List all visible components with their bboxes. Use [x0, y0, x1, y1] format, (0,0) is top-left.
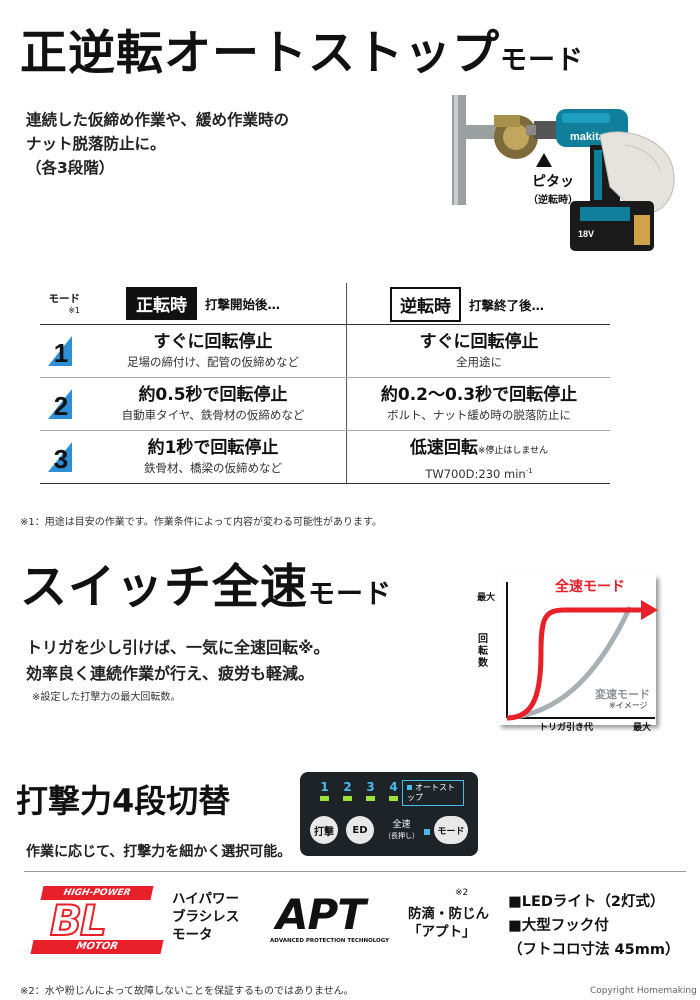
divider: [24, 871, 686, 872]
mode-number-badge: 2: [48, 389, 72, 421]
y-axis-label: 回転数: [478, 634, 488, 669]
apt-logo: APT ADVANCED PROTECTION TECHNOLOGY: [270, 890, 390, 944]
x-axis-label: トリガ引き代: [539, 723, 594, 733]
full-speed-led-icon: [424, 829, 430, 835]
variable-speed-label: 変速モード: [595, 688, 650, 701]
forward-cell: 約0.5秒で回転停止 自動車タイヤ、鉄骨材の仮締めなど: [121, 385, 305, 422]
section2-description: トリガを少し引けば、一気に全速回転※。 効率良く連続作業が行え、疲労も軽減。: [26, 635, 330, 687]
forward-desc: 打撃開始後…: [205, 297, 281, 312]
series-full-speed-arrow: [641, 600, 658, 620]
section1-title-main: 正逆転オートストップ: [20, 26, 500, 81]
reverse-header: 逆転時 打撃終了後…: [390, 287, 544, 322]
section3-description: 作業に応じて、打撃力を細かく選択可能。: [26, 844, 292, 860]
copyright: Copyright Homemaking: [590, 986, 697, 996]
desc-line: 効率良く連続作業が行え、疲労も軽減。: [26, 664, 315, 683]
impact-button[interactable]: 打撃: [310, 816, 338, 844]
mode-column-label: モード ※1: [48, 293, 81, 315]
full-speed-label: 全速モード: [555, 579, 625, 595]
mode-number-badge: 3: [48, 442, 72, 474]
series-full-speed-line: [506, 607, 643, 721]
forward-cell: すぐに回転停止 足場の締付け、配管の仮締めなど: [127, 332, 299, 369]
svg-text:2: 2: [54, 391, 68, 419]
level-indicator: 1: [320, 780, 329, 801]
apt-text: 防滴・防じん 「アプト」: [408, 906, 489, 940]
mode-table-header: モード ※1 正転時 打撃開始後… 逆転時 打撃終了後…: [40, 283, 610, 325]
level-led-icon: [320, 796, 329, 801]
apt-note: ※2: [455, 888, 469, 898]
impact-driver-illustration: makita 18V: [452, 95, 675, 251]
level-led-icon: [366, 796, 375, 801]
photo-caption: ピタッ: [532, 174, 574, 190]
speed-chart: 最大 回転数 トリガ引き代 最大 全速モード 変速モード ※イメージ: [477, 572, 665, 742]
section1-title-suffix: モード: [500, 45, 584, 76]
auto-stop-led-icon: [407, 785, 412, 790]
chart-annotation: ※イメージ: [609, 701, 648, 710]
auto-stop-indicator: オートストップ: [402, 780, 464, 806]
column-divider: [346, 283, 347, 324]
svg-text:3: 3: [54, 444, 68, 472]
level-led-icon: [343, 796, 352, 801]
level-indicator: 2: [343, 780, 352, 801]
feature-led: ■LEDライト（2灯式）: [508, 894, 665, 910]
speed-chart-svg: [498, 575, 658, 725]
svg-text:18V: 18V: [578, 229, 594, 239]
impact-driver-photo: makita 18V ピタッ （逆転時）: [450, 95, 685, 275]
control-panel: 1 2 3 4 オートストップ 打撃 ED 全速 （長押し） モード: [300, 772, 478, 856]
level-led-icon: [389, 796, 398, 801]
forward-label: 正転時: [126, 287, 197, 320]
light-icon: ED: [352, 824, 368, 836]
mode-button[interactable]: モード: [434, 816, 468, 844]
svg-text:1: 1: [54, 338, 68, 366]
table-row: 2 約0.5秒で回転停止 自動車タイヤ、鉄骨材の仮締めなど 約0.2～0.3秒で…: [40, 378, 610, 431]
desc-line: ナット脱落防止に。: [26, 135, 166, 153]
photo-caption-sub: （逆転時）: [528, 195, 578, 206]
forward-header: 正転時 打撃開始後…: [126, 287, 280, 320]
mode-number-badge: 1: [48, 336, 72, 368]
y-max-label: 最大: [477, 593, 496, 603]
desc-line: 連続した仮締め作業や、緩め作業時の: [26, 111, 290, 129]
footer-footnote: ※2：水や粉じんによって故障しないことを保証するものではありません。: [20, 986, 354, 997]
column-divider: [346, 325, 347, 377]
light-button[interactable]: ED: [346, 816, 374, 844]
feature-hook: ■大型フック付: [508, 918, 609, 934]
bl-motor-badge: HIGH-POWER BL MOTOR: [28, 886, 166, 954]
reverse-cell: 約0.2～0.3秒で回転停止 ボルト、ナット緩め時の脱落防止に: [380, 385, 578, 422]
reverse-cell: 低速回転※停止はしません TW700D:230 min-1: [409, 438, 549, 481]
desc-line: トリガを少し引けば、一気に全速回転※。: [26, 638, 330, 657]
table-row: 1 すぐに回転停止 足場の締付け、配管の仮締めなど すぐに回転停止 全用途に: [40, 325, 610, 378]
level-indicator: 3: [366, 780, 375, 801]
table-footnote: ※1：用途は目安の作業です。作業条件によって内容が変わる可能性があります。: [20, 517, 382, 528]
bl-motor-text: ハイパワー ブラシレス モータ: [172, 891, 240, 943]
chart-frame: [498, 575, 656, 725]
forward-cell: 約1秒で回転停止 鉄骨材、橋梁の仮締めなど: [144, 438, 282, 475]
reverse-cell: すぐに回転停止 全用途に: [419, 332, 539, 369]
level-indicator: 4: [389, 780, 398, 801]
feature-hook-sub: （フトコロ寸法 45mm）: [508, 942, 680, 958]
column-divider: [346, 378, 347, 430]
svg-text:makita: makita: [570, 131, 606, 143]
section2-note: ※設定した打撃力の最大回転数。: [32, 692, 181, 703]
section1-description: 連続した仮締め作業や、緩め作業時の ナット脱落防止に。 （各3段階）: [26, 108, 289, 180]
section2-title: スイッチ全速モード: [20, 560, 392, 615]
column-divider: [346, 431, 347, 483]
section3-title: 打撃力4段切替: [16, 782, 231, 820]
desc-line: （各3段階）: [26, 159, 115, 177]
reverse-desc: 打撃終了後…: [469, 298, 545, 313]
feature-list: ■LEDライト（2灯式） ■大型フック付 （フトコロ寸法 45mm）: [508, 890, 679, 962]
mode-table: モード ※1 正転時 打撃開始後… 逆転時 打撃終了後… 1 すぐに回転停止 足…: [40, 283, 610, 484]
table-row: 3 約1秒で回転停止 鉄骨材、橋梁の仮締めなど 低速回転※停止はしません TW7…: [40, 431, 610, 484]
full-speed-label: 全速 （長押し）: [384, 820, 419, 840]
reverse-label: 逆転時: [390, 287, 461, 322]
x-max-label: 最大: [633, 723, 652, 733]
impact-level-indicators: 1 2 3 4: [320, 780, 398, 801]
section1-title: 正逆転オートストップモード: [20, 14, 584, 83]
